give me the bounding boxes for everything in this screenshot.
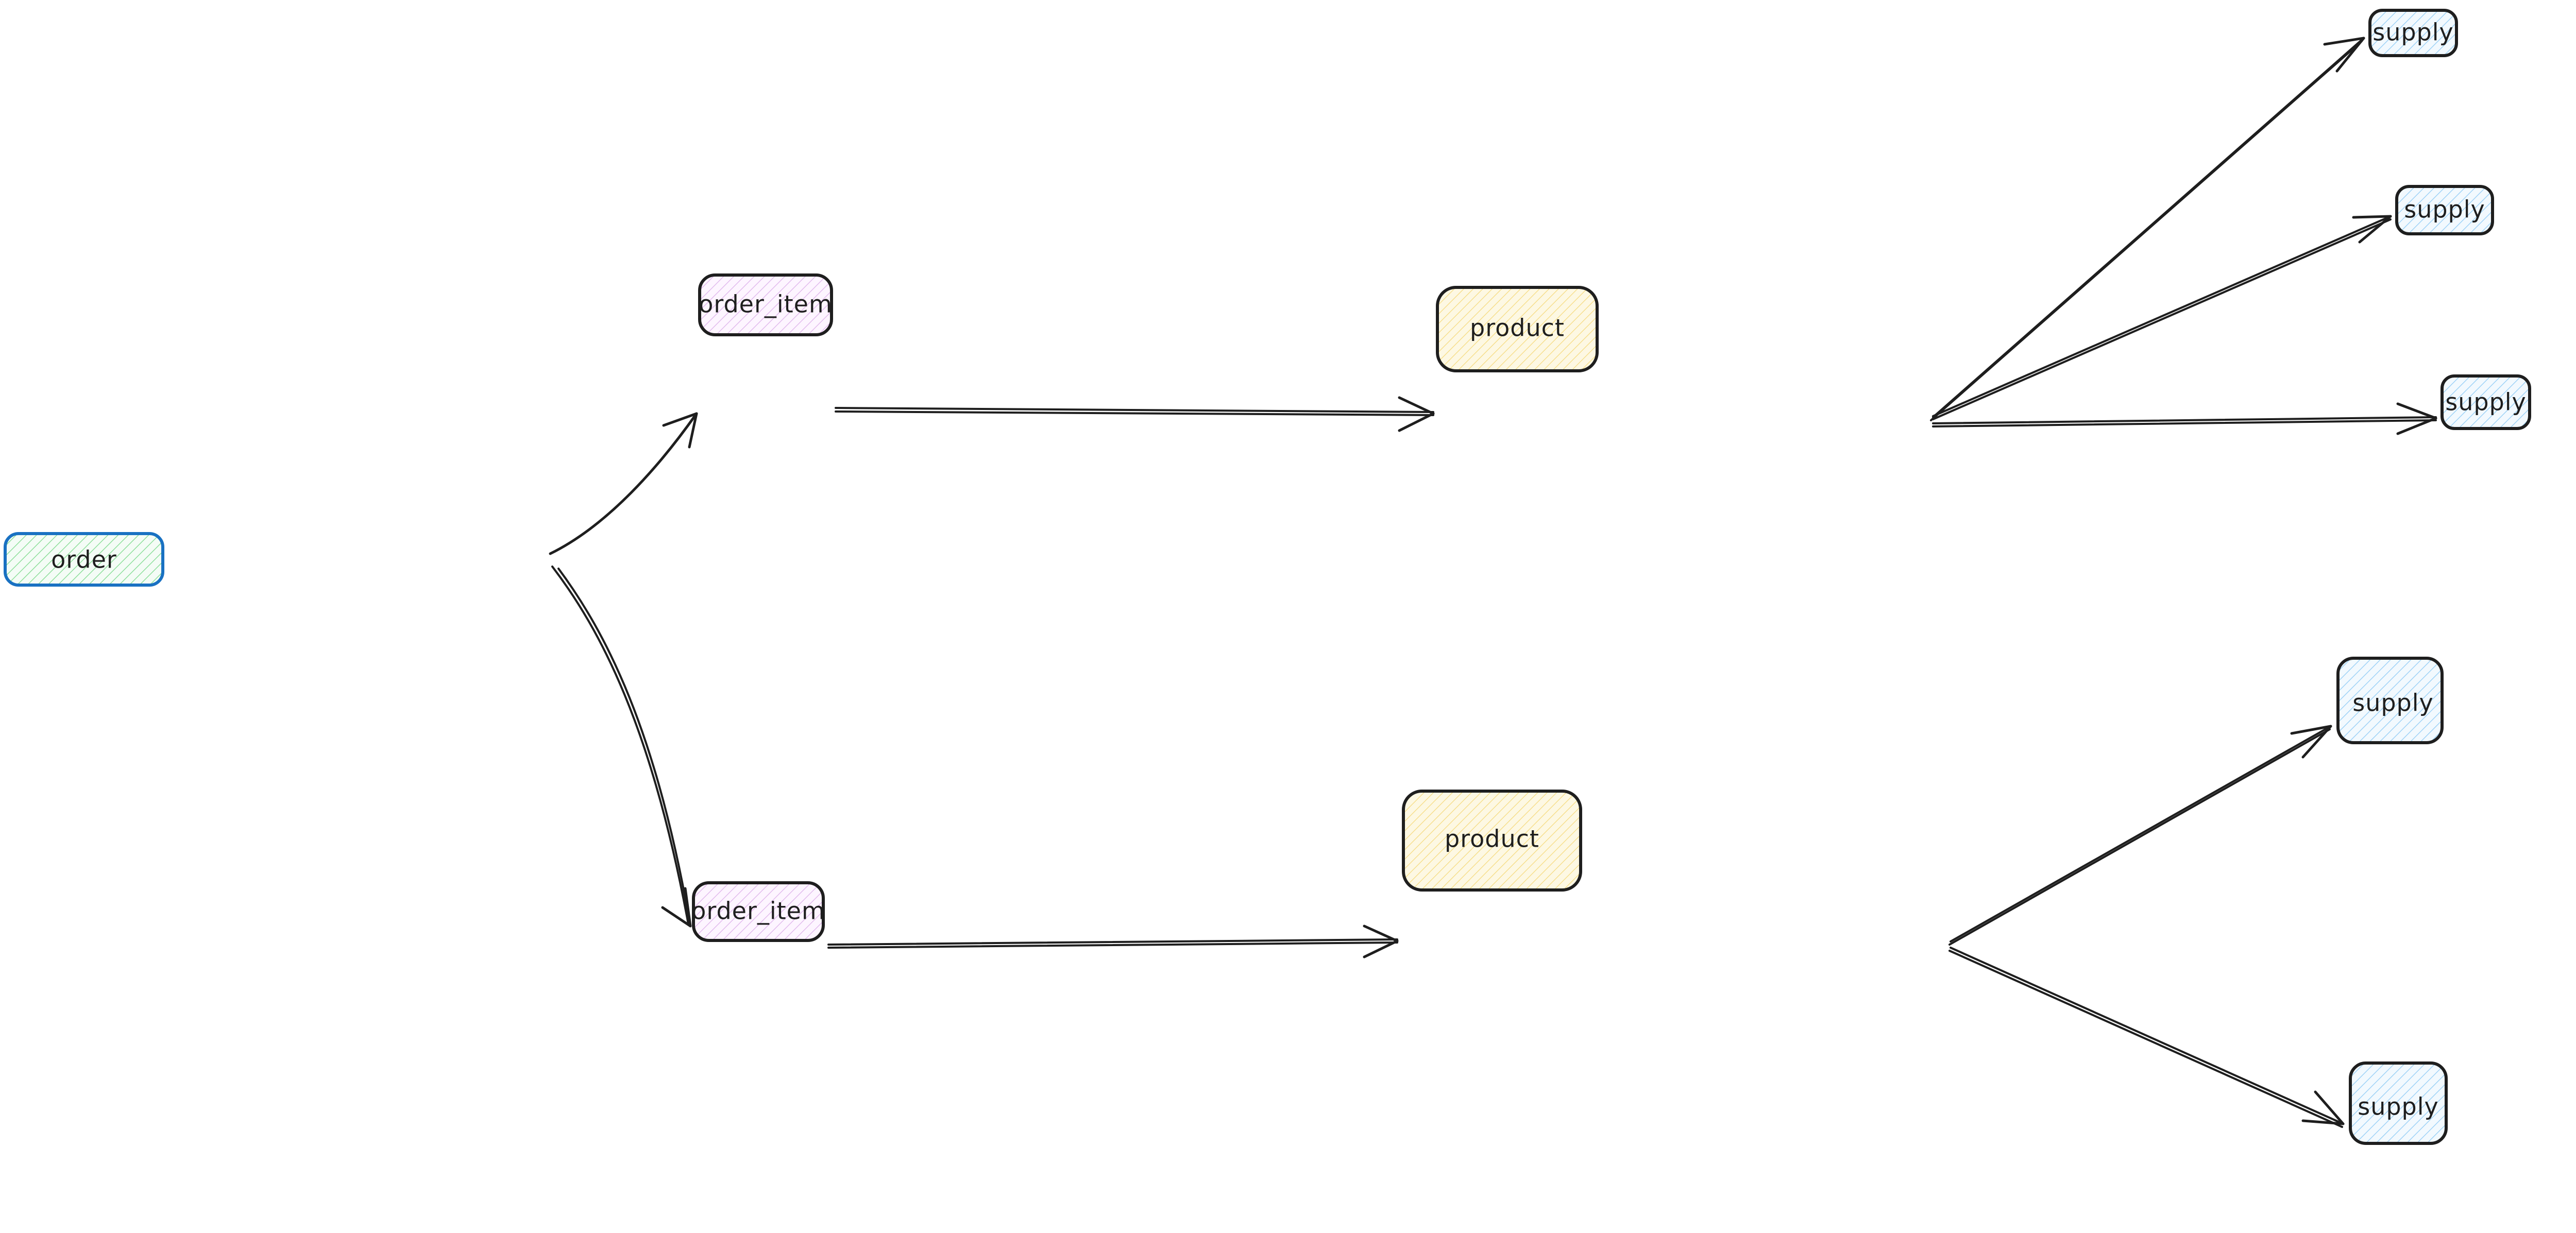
node-order-shape bbox=[4, 532, 164, 587]
edge-product-top-to-supply-top-3[interactable] bbox=[1932, 402, 2437, 435]
node-supply-bottom-2[interactable]: supply bbox=[2349, 1061, 2448, 1145]
node-supply-bottom-2-shape bbox=[2349, 1061, 2448, 1145]
node-supply-top-1[interactable]: supply bbox=[2368, 9, 2458, 57]
node-product-bottom[interactable]: product bbox=[1402, 790, 1582, 892]
node-supply-top-1-label: supply bbox=[2372, 19, 2454, 46]
node-order-item-bottom[interactable]: order_item bbox=[691, 881, 825, 942]
node-product-bottom-shape bbox=[1402, 790, 1582, 892]
node-supply-top-2-shape bbox=[2395, 185, 2494, 235]
edge-order-item-bottom-to-product-bottom[interactable] bbox=[827, 924, 1399, 958]
edge-product-bottom-to-supply-bottom-1[interactable] bbox=[1948, 725, 2332, 946]
node-product-top-shape bbox=[1436, 286, 1599, 372]
edges-layer bbox=[549, 37, 2437, 1128]
node-supply-bottom-1[interactable]: supply bbox=[2336, 657, 2444, 744]
node-supply-bottom-1-label: supply bbox=[2352, 689, 2434, 717]
node-order[interactable]: order bbox=[4, 532, 164, 587]
node-order-item-top[interactable]: order_item bbox=[698, 273, 833, 336]
node-order-item-bottom-label: order_item bbox=[691, 897, 825, 925]
node-order-item-bottom-shape bbox=[692, 881, 825, 942]
node-order-label: order bbox=[51, 546, 117, 574]
node-order-item-top-label: order_item bbox=[699, 290, 833, 318]
node-supply-top-3-label: supply bbox=[2445, 388, 2527, 416]
node-supply-top-1-shape bbox=[2368, 9, 2458, 57]
node-supply-top-2-label: supply bbox=[2404, 196, 2485, 224]
edge-order-item-top-to-product-top[interactable] bbox=[835, 396, 1435, 432]
node-order-item-top-shape bbox=[698, 273, 833, 336]
edge-product-bottom-to-supply-bottom-2[interactable] bbox=[1948, 947, 2345, 1128]
edge-order-to-order-item-bottom[interactable] bbox=[551, 566, 692, 928]
edge-product-top-to-supply-top-2[interactable] bbox=[1932, 215, 2392, 420]
node-product-top-label: product bbox=[1470, 314, 1565, 342]
node-supply-bottom-1-shape bbox=[2336, 657, 2444, 744]
edge-order-to-order-item-top[interactable] bbox=[549, 412, 698, 555]
node-supply-bottom-2-label: supply bbox=[2358, 1093, 2439, 1121]
edge-product-top-to-supply-top-1[interactable] bbox=[1930, 37, 2365, 421]
node-supply-top-3-shape bbox=[2441, 374, 2531, 430]
node-product-bottom-label: product bbox=[1445, 825, 1539, 853]
node-supply-top-3[interactable]: supply bbox=[2441, 374, 2531, 430]
node-supply-top-2[interactable]: supply bbox=[2395, 185, 2494, 235]
node-product-top[interactable]: product bbox=[1436, 286, 1599, 372]
